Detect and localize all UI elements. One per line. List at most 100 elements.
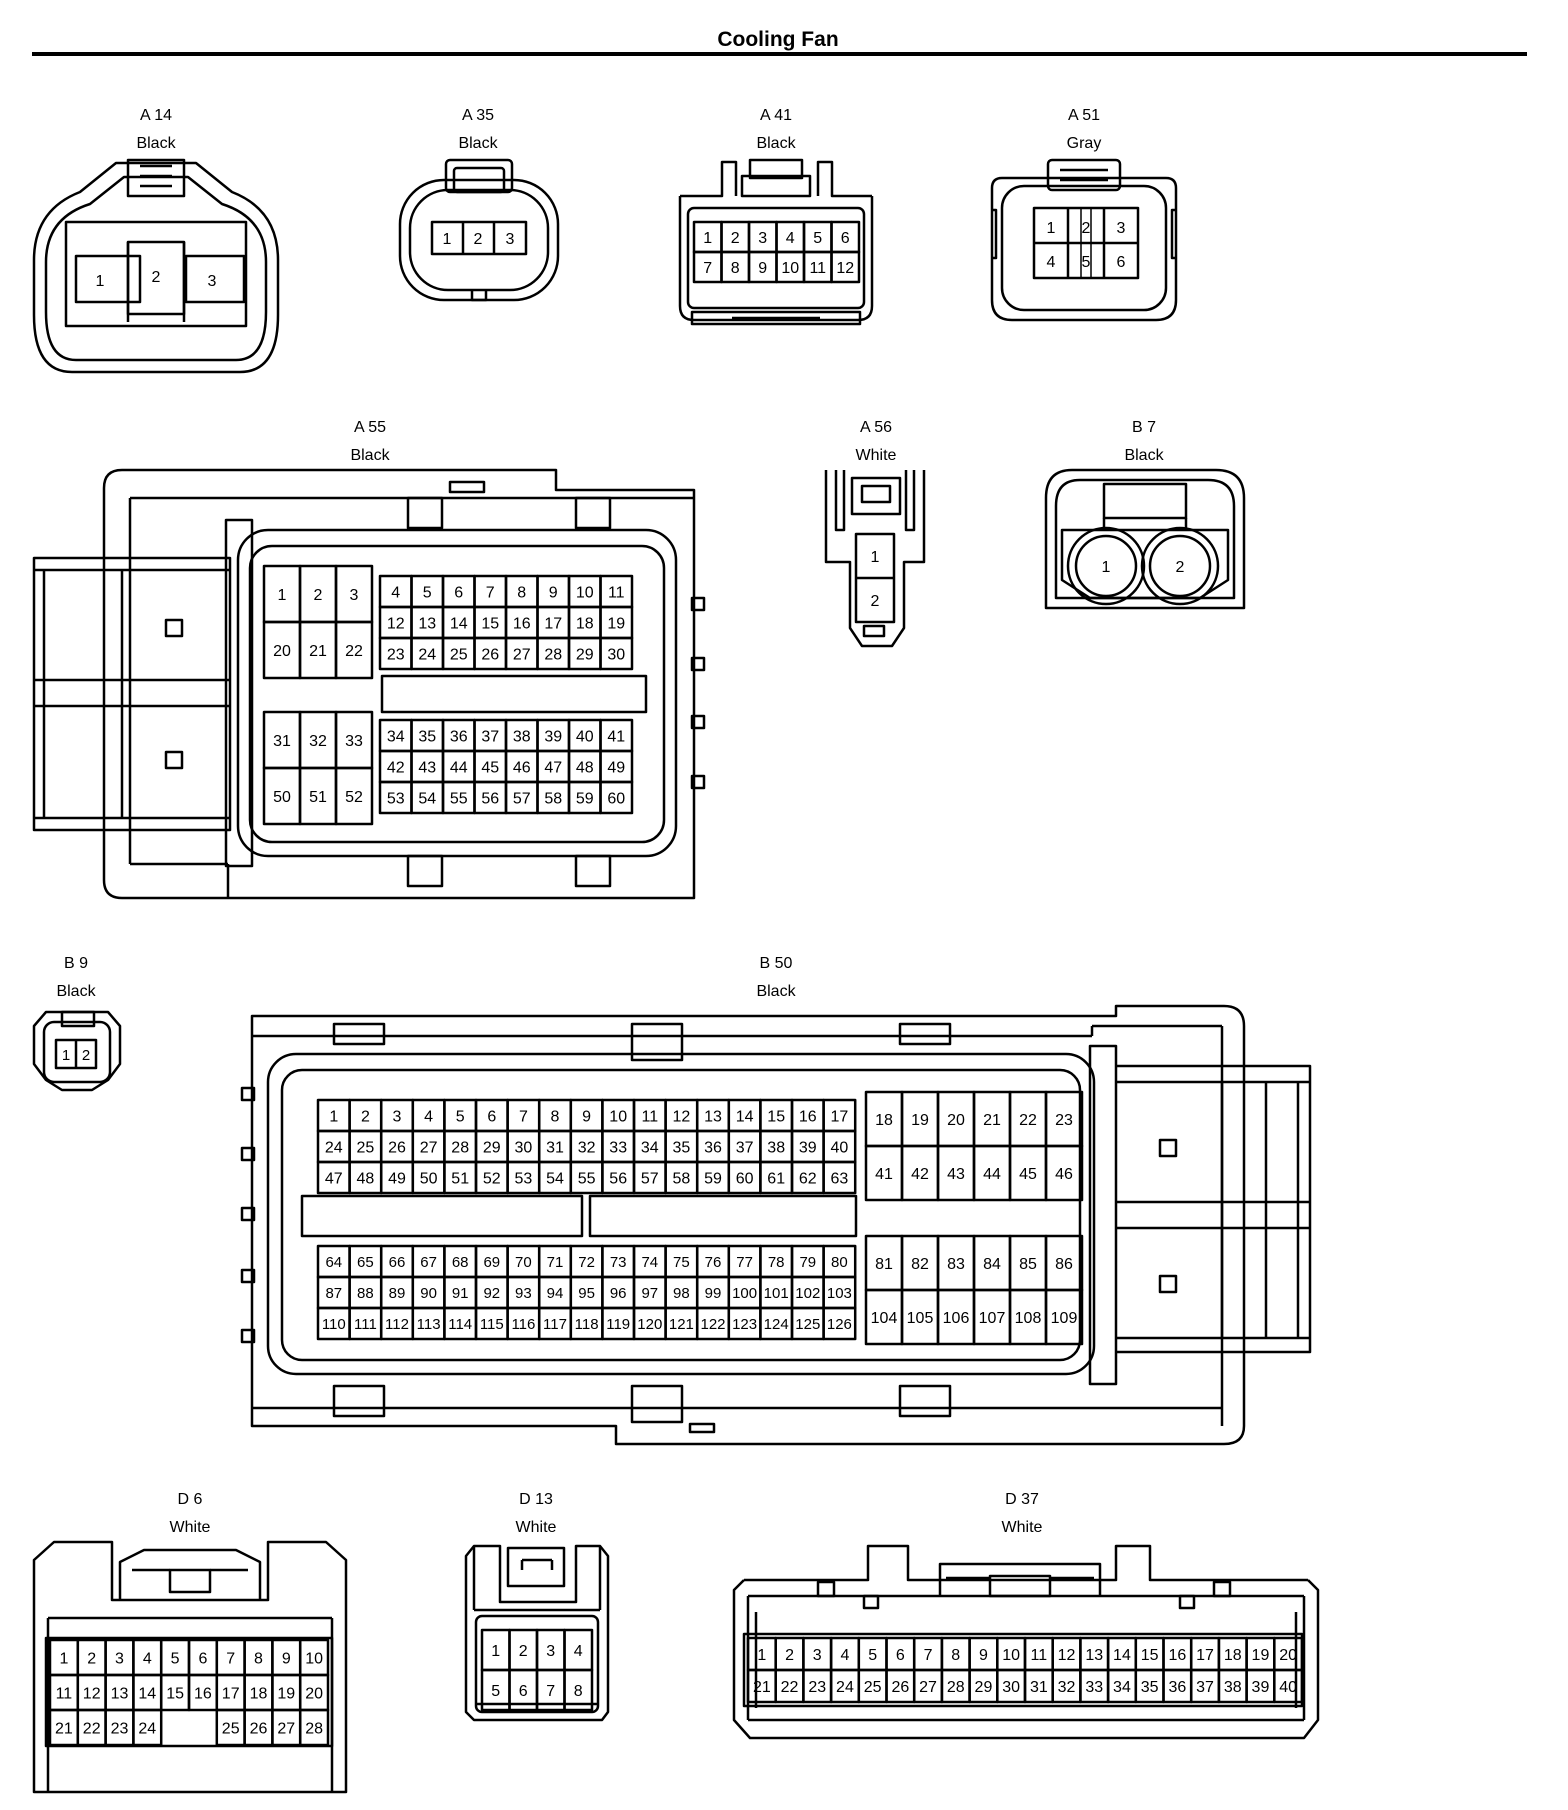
- connector-id: D 37: [1005, 1491, 1039, 1508]
- pin: 31: [1030, 1679, 1048, 1696]
- pin: 3: [758, 230, 767, 247]
- pin: 27: [919, 1679, 937, 1696]
- pin: 28: [451, 1139, 469, 1156]
- pin: 13: [418, 615, 436, 632]
- pin: 2: [474, 231, 483, 248]
- connector-color: Black: [458, 135, 498, 152]
- pin: 74: [641, 1254, 658, 1271]
- pin: 8: [551, 1108, 560, 1125]
- pin: 51: [309, 789, 327, 806]
- pin: 5: [1082, 254, 1091, 271]
- pin: 2: [731, 230, 740, 247]
- pin: 57: [513, 790, 531, 807]
- connector-b9: B 9 Black 1 2: [32, 955, 122, 1092]
- pin: 50: [273, 789, 291, 806]
- pin: 8: [254, 1650, 263, 1667]
- pin: 5: [171, 1650, 180, 1667]
- pin: 10: [609, 1108, 627, 1125]
- pin: 1: [491, 1643, 500, 1660]
- pin: 1: [278, 587, 287, 604]
- pin: 56: [481, 790, 499, 807]
- pin-cell: [1273, 1668, 1304, 1704]
- pin: 24: [138, 1720, 156, 1737]
- pin: 45: [481, 759, 499, 776]
- connector-b50: B 50 Black 1: [240, 955, 1312, 1446]
- pin: 123: [732, 1316, 757, 1333]
- pin: 1: [757, 1647, 766, 1664]
- pin: 22: [83, 1720, 101, 1737]
- pin: 88: [357, 1285, 374, 1302]
- pin: 77: [736, 1254, 753, 1271]
- pin: 9: [979, 1647, 988, 1664]
- pin: 72: [578, 1254, 595, 1271]
- pin: 55: [450, 790, 468, 807]
- pin: 98: [673, 1285, 690, 1302]
- pin: 25: [222, 1720, 240, 1737]
- pin: 34: [387, 728, 405, 745]
- pin: 32: [1058, 1679, 1076, 1696]
- pin: 57: [641, 1170, 659, 1187]
- pin-cell: [599, 636, 634, 671]
- pin: 26: [481, 646, 499, 663]
- pin: 126: [827, 1316, 852, 1333]
- pin: 31: [546, 1139, 564, 1156]
- pin: 7: [486, 584, 495, 601]
- pin: 23: [1055, 1112, 1073, 1129]
- pin: 12: [836, 260, 854, 277]
- pin: 119: [606, 1316, 630, 1333]
- pin: 5: [491, 1683, 500, 1700]
- connector-color: White: [856, 447, 897, 464]
- pin: 94: [547, 1285, 564, 1302]
- pin: 110: [322, 1316, 346, 1333]
- pin: 10: [305, 1650, 323, 1667]
- pin: 85: [1019, 1256, 1037, 1273]
- pin: 33: [345, 733, 363, 750]
- pin: 11: [56, 1685, 73, 1702]
- pin: 120: [637, 1316, 662, 1333]
- pin: 104: [871, 1310, 898, 1327]
- connector-color: Black: [350, 447, 390, 464]
- pin: 68: [452, 1254, 469, 1271]
- pin: 91: [452, 1285, 469, 1302]
- pin: 8: [731, 260, 740, 277]
- pin: 54: [418, 790, 436, 807]
- pin: 38: [767, 1139, 785, 1156]
- connector-color: White: [516, 1519, 557, 1536]
- pin: 48: [576, 759, 594, 776]
- pin: 16: [799, 1108, 817, 1125]
- pin: 11: [809, 260, 826, 277]
- pin: 8: [517, 584, 526, 601]
- pin: 60: [607, 790, 625, 807]
- pin: 6: [454, 584, 463, 601]
- pin: 117: [543, 1316, 567, 1333]
- pin: 21: [309, 643, 327, 660]
- pin: 66: [389, 1254, 406, 1271]
- pin: 97: [641, 1285, 658, 1302]
- pin: 27: [420, 1139, 438, 1156]
- pin: 60: [736, 1170, 754, 1187]
- pin: 41: [875, 1166, 893, 1183]
- pin: 42: [911, 1166, 929, 1183]
- pin: 111: [354, 1316, 377, 1333]
- pin: 1: [703, 230, 712, 247]
- pin: 50: [420, 1170, 438, 1187]
- pin: 1: [443, 231, 452, 248]
- pin: 1: [1047, 220, 1056, 237]
- pin: 86: [1055, 1256, 1073, 1273]
- pin: 24: [418, 646, 436, 663]
- pin: 3: [813, 1647, 822, 1664]
- page-title: Cooling Fan: [717, 28, 838, 51]
- pin: 13: [1085, 1647, 1103, 1664]
- pin-cell: [298, 1708, 330, 1747]
- pin: 9: [758, 260, 767, 277]
- pin: 39: [1252, 1679, 1270, 1696]
- pin-cell: [334, 766, 374, 826]
- pin: 92: [483, 1285, 500, 1302]
- pin: 26: [891, 1679, 909, 1696]
- connector-color: White: [170, 1519, 211, 1536]
- pin: 7: [703, 260, 712, 277]
- pin: 33: [1085, 1679, 1103, 1696]
- connector-id: B 9: [64, 955, 88, 972]
